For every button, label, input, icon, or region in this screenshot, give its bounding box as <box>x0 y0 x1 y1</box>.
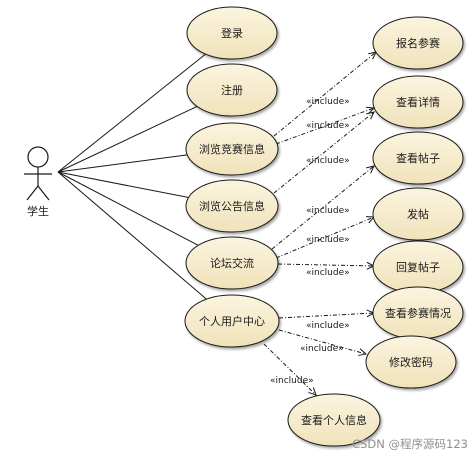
actor-label: 学生 <box>27 204 49 218</box>
use-case-personal-center: 个人用户中心 <box>184 294 280 348</box>
use-case-register: 注册 <box>186 63 278 117</box>
use-case-label: 注册 <box>221 83 243 97</box>
association-line-login <box>57 53 207 173</box>
use-case-change-password: 修改密码 <box>365 335 457 389</box>
use-case-ellipse <box>185 179 279 233</box>
include-arrowhead-publish-post <box>365 216 376 224</box>
use-case-label: 回复帖子 <box>396 260 440 274</box>
include-relations: «include» «include» «include» «include» «inc… <box>263 51 377 396</box>
include-arrowhead-view-post <box>366 165 375 174</box>
use-case-label: 个人用户中心 <box>199 314 265 328</box>
use-case-ellipse <box>186 6 278 60</box>
use-case-ellipse <box>185 236 279 290</box>
include-label: «include» <box>306 268 350 278</box>
use-case-view-entry-status: 查看参赛情况 <box>372 286 464 340</box>
use-case-label: 发帖 <box>407 207 429 221</box>
include-line-personal-center-to-view-personal-info <box>263 343 317 396</box>
use-case-label: 修改密码 <box>389 355 433 369</box>
use-case-publish-post: 发帖 <box>372 187 464 241</box>
include-arrowhead-view-personal-info <box>308 387 317 396</box>
actor: 学生 <box>24 146 52 218</box>
actor-head <box>27 146 49 168</box>
include-label: «include» <box>270 376 314 386</box>
association-line-browse-competition <box>57 154 189 173</box>
use-case-label: 登录 <box>221 26 243 40</box>
include-line-personal-center-to-view-entry-status <box>278 312 375 319</box>
actor-left-leg <box>26 185 39 201</box>
watermark: CSDN @程序源码123 <box>352 437 468 451</box>
use-case-label: 论坛交流 <box>210 256 254 270</box>
include-arrowhead-change-password <box>358 348 368 356</box>
actor-right-leg <box>37 185 50 201</box>
association-line-browse-notice <box>57 171 190 199</box>
include-line-personal-center-to-change-password <box>278 329 367 355</box>
use-case-ellipse <box>372 75 464 129</box>
use-case-ellipse <box>372 131 464 185</box>
include-label: «include» <box>306 206 350 216</box>
use-case-view-personal-info: 查看个人信息 <box>287 393 381 447</box>
use-case-label: 浏览公告信息 <box>199 199 265 213</box>
include-label: «include» <box>300 344 344 354</box>
use-case-label: 浏览竞赛信息 <box>199 142 265 156</box>
use-case-ellipse <box>184 294 280 348</box>
use-case-view-detail: 查看详情 <box>372 75 464 129</box>
use-case-browse-notice: 浏览公告信息 <box>185 179 279 233</box>
use-case-label: 查看个人信息 <box>301 413 367 427</box>
use-case-label: 查看参赛情况 <box>385 306 451 320</box>
use-case-ellipse <box>372 187 464 241</box>
use-case-label: 报名参赛 <box>396 36 440 50</box>
use-case-label: 查看详情 <box>396 95 440 109</box>
use-case-ellipse <box>287 393 381 447</box>
association-lines <box>57 53 208 300</box>
include-label: «include» <box>306 235 350 245</box>
use-case-ellipse <box>365 335 457 389</box>
use-case-reply-post: 回复帖子 <box>372 240 464 294</box>
association-line-forum <box>57 171 200 247</box>
use-case-forum: 论坛交流 <box>185 236 279 290</box>
use-case-view-post: 查看帖子 <box>372 131 464 185</box>
include-line-forum-to-reply-post <box>277 263 375 267</box>
use-case-login: 登录 <box>186 6 278 60</box>
include-line-browse-competition-to-view-detail <box>275 107 375 145</box>
use-case-label: 查看帖子 <box>396 151 440 165</box>
include-line-browse-competition-to-signup <box>273 51 377 137</box>
include-line-forum-to-view-post <box>271 165 375 250</box>
include-label: «include» <box>306 321 350 331</box>
use-case-ellipse <box>186 63 278 117</box>
include-label: «include» <box>306 121 350 131</box>
include-arrowhead-view-detail <box>366 111 375 120</box>
include-line-browse-notice-to-view-detail <box>273 111 375 194</box>
use-case-signup: 报名参赛 <box>372 16 464 70</box>
use-case-ellipse <box>372 16 464 70</box>
use-case-ellipse <box>185 122 279 176</box>
association-line-personal-center <box>57 171 208 300</box>
include-label: «include» <box>306 97 350 107</box>
association-line-register <box>57 105 199 173</box>
include-label: «include» <box>306 156 350 166</box>
use-case-browse-competition: 浏览竞赛信息 <box>185 122 279 176</box>
